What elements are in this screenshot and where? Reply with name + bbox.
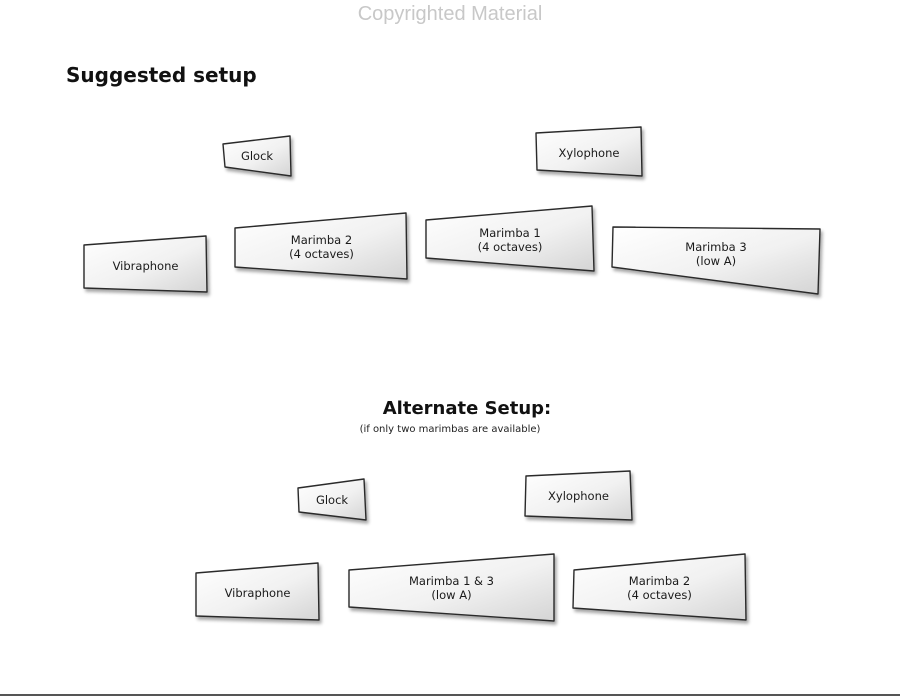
suggested-glock-box [222,135,292,177]
watermark: Copyrighted Material [357,3,543,25]
alternate-glock-box [297,478,367,521]
suggested-marimba-2-box [234,212,408,280]
alternate-vibraphone-label: Vibraphone [224,586,291,600]
suggested-glock-label: Glock [240,149,274,163]
alternate-vibraphone-box [195,562,320,621]
suggested-vibraphone-box [83,235,208,293]
alternate-marimba-1-3-label: Marimba 1 & 3 (low A) [408,574,494,602]
suggested-marimba-3-box [611,226,821,295]
alternate-marimba-2-box [572,553,747,621]
alternate-marimba-1-3-box [348,553,555,622]
suggested-xylophone-box [535,126,643,177]
suggested-setup-title: Suggested setup [66,63,257,87]
suggested-marimba-2-label: Marimba 2 (4 octaves) [289,233,354,261]
alternate-xylophone-label: Xylophone [548,489,609,503]
alternate-xylophone-box [524,470,633,521]
suggested-marimba-3-label: Marimba 3 (low A) [685,240,747,268]
suggested-marimba-1-box [425,205,595,272]
suggested-vibraphone-label: Vibraphone [112,259,179,273]
alternate-glock-label: Glock [315,493,349,507]
suggested-xylophone-label: Xylophone [558,146,620,160]
alternate-marimba-2-label: Marimba 2 (4 octaves) [627,574,692,602]
bottom-border [0,694,900,696]
alternate-setup-title: Alternate Setup: [382,398,552,419]
suggested-marimba-1-label: Marimba 1 (4 octaves) [477,226,543,254]
alternate-setup-subtitle: (if only two marimbas are available) [359,424,541,435]
